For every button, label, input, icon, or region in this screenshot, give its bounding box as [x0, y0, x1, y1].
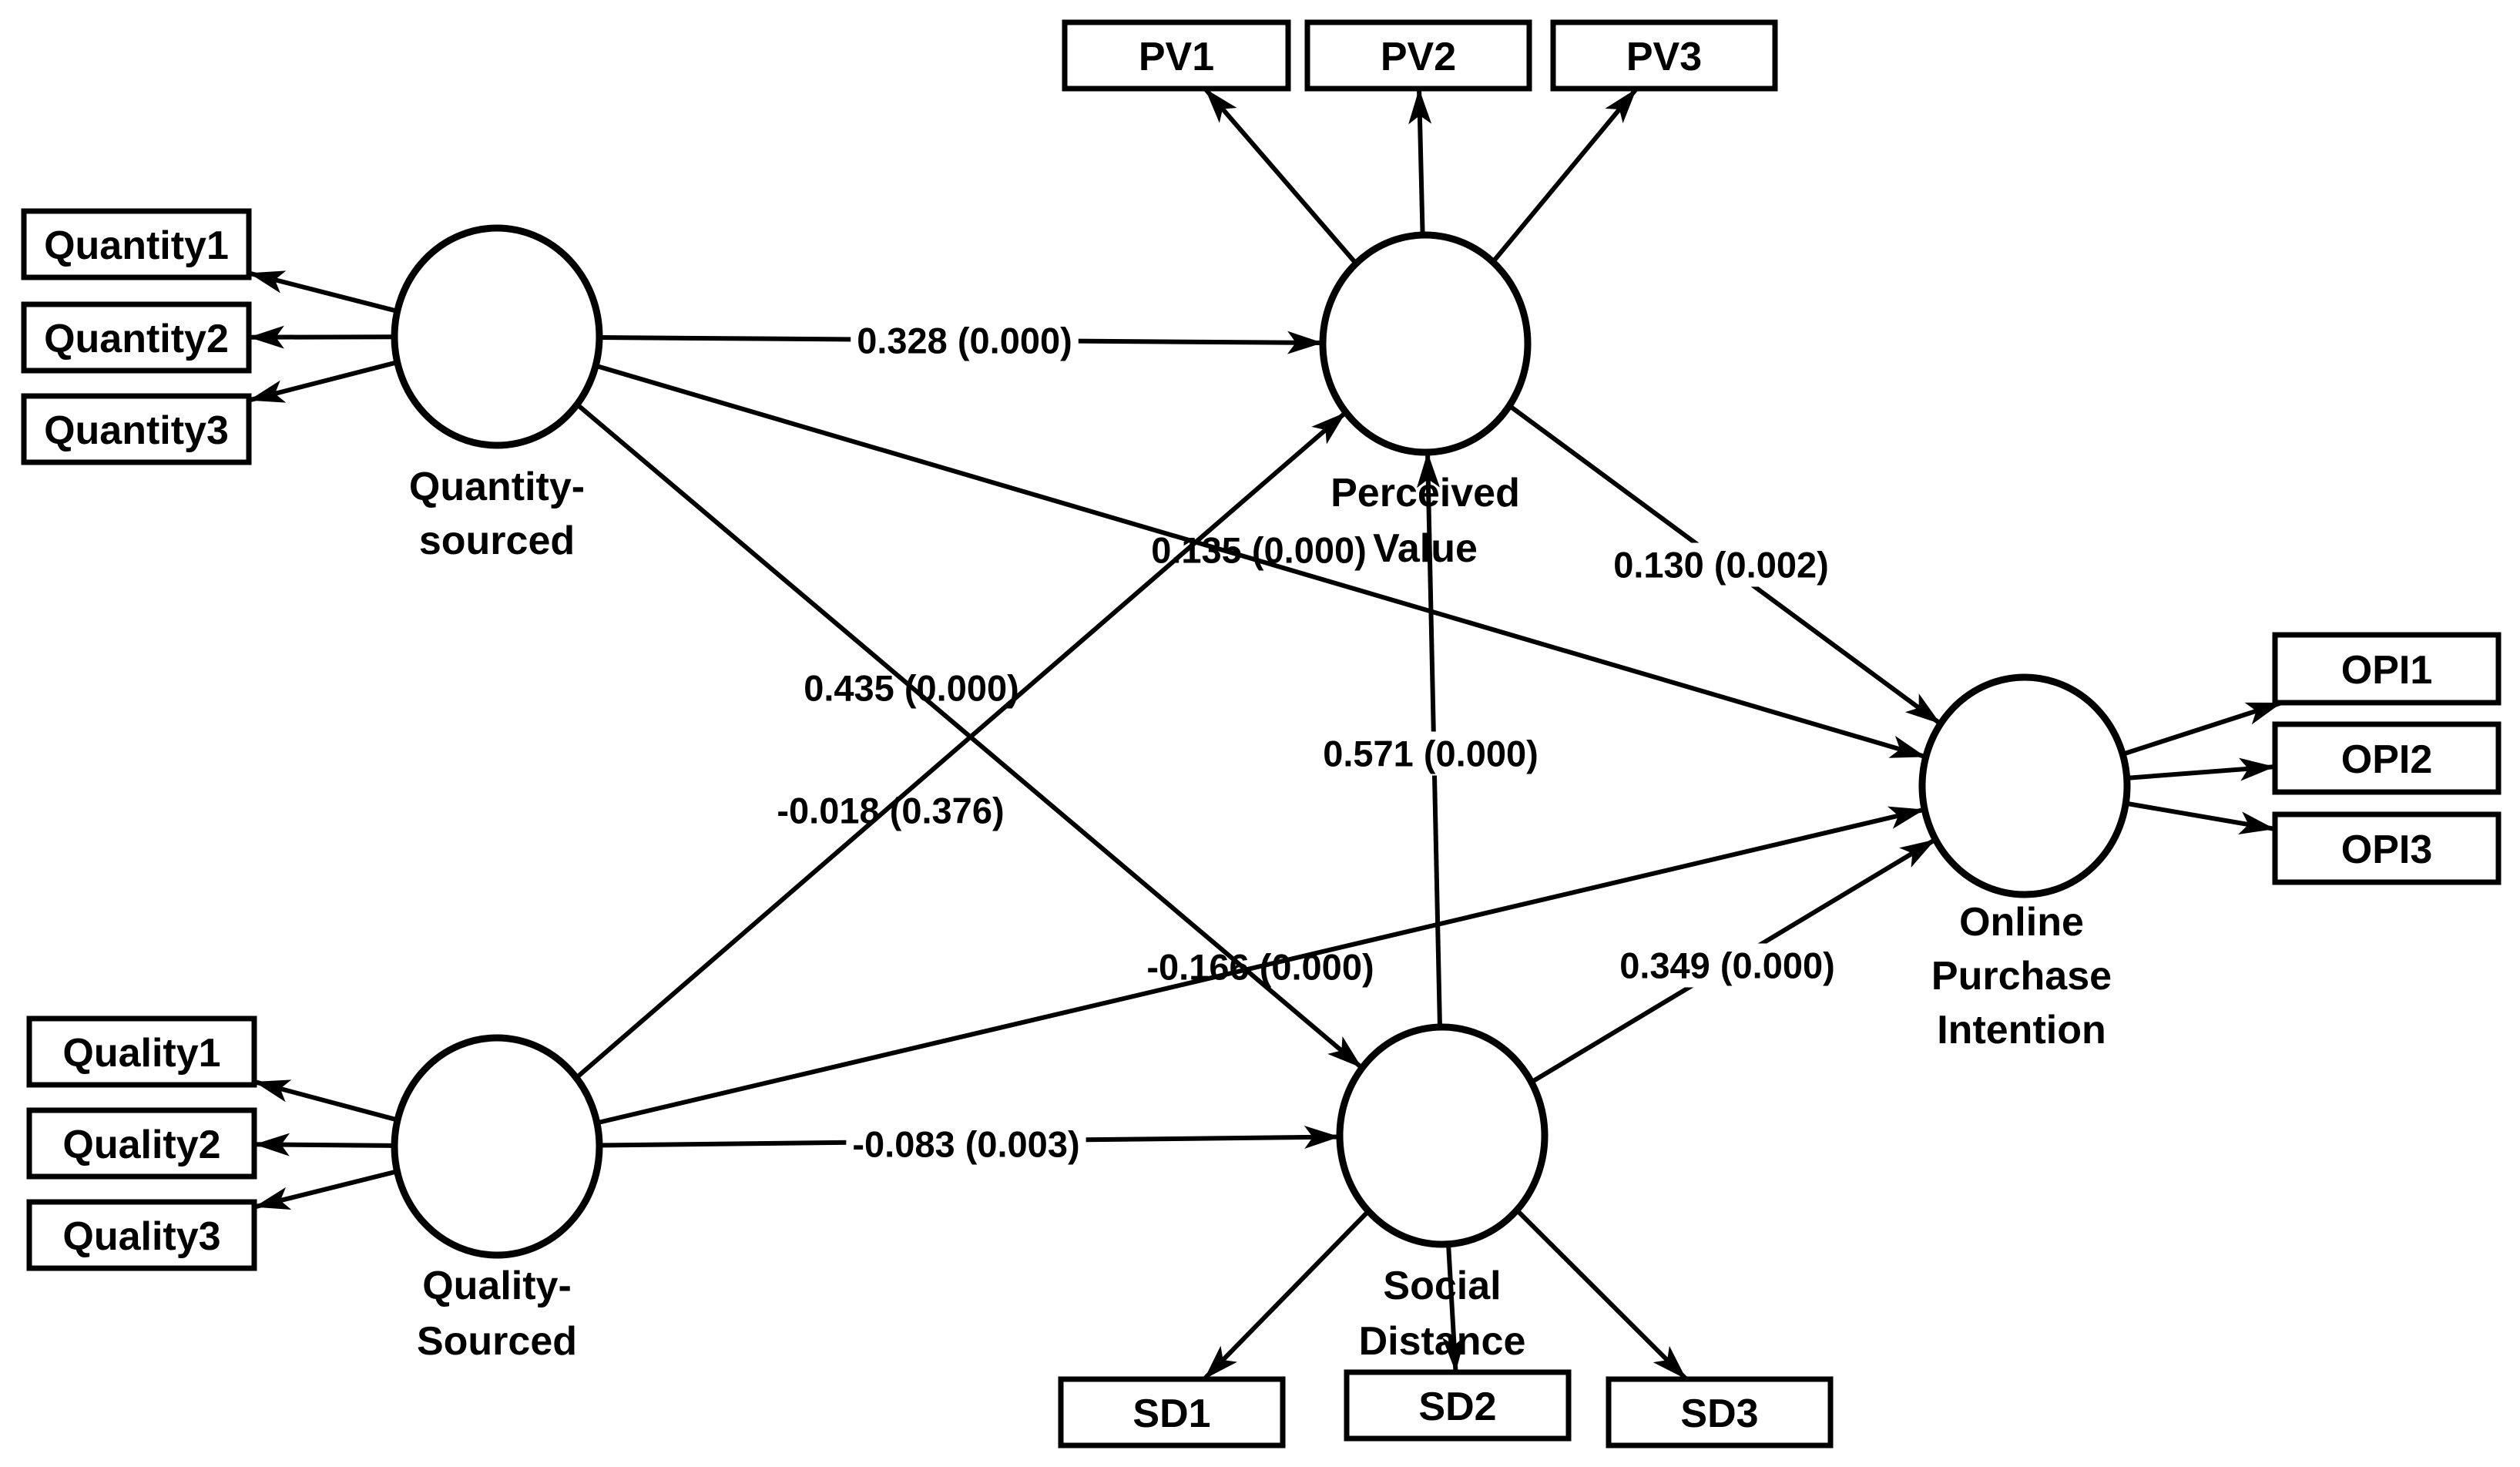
- indicator-label-OPI2: OPI2: [2341, 737, 2433, 782]
- coef-label-quality-pv: -0.018 (0.376): [777, 791, 1004, 831]
- measurement-arrow-quality-Quality3: [253, 1169, 398, 1210]
- indicator-box-Quality1: [26, 1015, 257, 1088]
- latent-label-opi-line3: Intention: [1937, 1008, 2106, 1052]
- measurement-arrow-opi-OPI1: [2122, 700, 2283, 757]
- latent-label-sd-line2: Distance: [1359, 1319, 1526, 1364]
- indicator-box-Quality2: [26, 1107, 257, 1180]
- indicator-box-OPI1: [2272, 632, 2502, 706]
- latent-label-opi-line2: Purchase: [1931, 954, 2112, 999]
- measurement-arrow-quantity-Quantity1: [248, 270, 398, 314]
- indicator-box-PV3: [1550, 19, 1778, 92]
- latent-node-opi: [1918, 673, 2131, 898]
- measurement-arrow-pv-PV3: [1491, 87, 1639, 264]
- latent-node-quality: [391, 1034, 603, 1259]
- measurement-arrow-quality-Quality1: [253, 1079, 398, 1123]
- indicator-box-SD3: [1606, 1376, 1834, 1449]
- indicator-label-Quantity3: Quantity3: [44, 408, 229, 453]
- indicator-box-SD1: [1058, 1376, 1286, 1449]
- indicator-label-OPI3: OPI3: [2341, 827, 2433, 872]
- measurement-arrow-quantity-Quantity3: [248, 360, 398, 403]
- coef-label-quality-opi: -0.166 (0.000): [1146, 947, 1374, 988]
- latent-label-quantity-line1: Quantity-: [409, 465, 585, 509]
- indicator-box-Quality3: [26, 1199, 257, 1271]
- measurement-arrow-sd-SD1: [1202, 1209, 1371, 1381]
- indicator-label-Quantity2: Quantity2: [44, 317, 229, 361]
- coef-label-quantity-pv: 0.328 (0.000): [857, 321, 1072, 361]
- path-arrow-quantity-opi: [595, 363, 1927, 760]
- coef-label-bg-quality-sd: [846, 1122, 1086, 1167]
- indicator-label-OPI1: OPI1: [2341, 648, 2433, 693]
- measurement-arrow-pv-PV2: [1408, 88, 1432, 236]
- coef-label-bg-sd-pv: [1317, 731, 1545, 776]
- measurement-arrow-sd-SD3: [1515, 1208, 1688, 1381]
- latent-label-quality-line2: Sourced: [417, 1319, 577, 1364]
- coef-label-sd-pv: 0.571 (0.000): [1323, 734, 1539, 774]
- latent-label-opi-line1: Online: [1959, 900, 2084, 945]
- indicator-label-SD2: SD2: [1418, 1385, 1496, 1429]
- indicator-box-Quantity2: [21, 301, 252, 374]
- indicator-label-Quality3: Quality3: [62, 1214, 220, 1259]
- path-arrow-quality-pv: [575, 410, 1347, 1080]
- coef-label-bg-sd-opi: [1613, 943, 1841, 988]
- coef-label-quantity-sd: 0.435 (0.000): [804, 668, 1019, 709]
- indicator-label-PV1: PV1: [1139, 35, 1214, 79]
- measurement-arrow-opi-OPI3: [2125, 801, 2276, 834]
- indicator-box-PV2: [1304, 19, 1532, 92]
- path-arrow-quality-opi: [596, 806, 1925, 1126]
- latent-label-sd-line1: Social: [1383, 1264, 1501, 1308]
- measurement-arrow-quality-Quality2: [253, 1133, 395, 1156]
- indicator-label-Quality1: Quality1: [62, 1031, 220, 1076]
- indicator-box-Quantity1: [21, 208, 252, 280]
- indicator-box-PV1: [1062, 19, 1291, 92]
- indicator-label-Quantity1: Quantity1: [44, 223, 229, 268]
- indicator-label-SD3: SD3: [1680, 1391, 1758, 1436]
- measurement-arrow-sd-SD2: [1441, 1244, 1465, 1373]
- indicator-box-OPI3: [2272, 811, 2502, 885]
- measurement-arrow-pv-PV1: [1203, 87, 1358, 265]
- indicator-box-SD2: [1344, 1369, 1572, 1442]
- indicator-label-SD1: SD1: [1132, 1391, 1210, 1436]
- indicator-label-Quality2: Quality2: [62, 1123, 220, 1167]
- indicator-label-PV3: PV3: [1626, 35, 1702, 79]
- measurement-arrow-opi-OPI2: [2126, 757, 2276, 781]
- coef-label-pv-opi: 0.130 (0.002): [1613, 545, 1829, 586]
- coef-label-bg-quantity-pv: [851, 318, 1079, 363]
- coef-label-quantity-opi: 0.135 (0.000): [1151, 530, 1367, 571]
- latent-node-quantity: [391, 224, 603, 449]
- coef-label-bg-pv-opi: [1607, 542, 1835, 587]
- indicator-box-Quantity3: [21, 393, 252, 465]
- latent-label-pv-line1: Perceived: [1330, 471, 1520, 515]
- indicator-box-OPI2: [2272, 721, 2502, 795]
- latent-node-pv: [1319, 231, 1532, 456]
- latent-label-quality-line1: Quality-: [422, 1264, 572, 1308]
- latent-label-pv-line2: Value: [1373, 526, 1478, 571]
- latent-label-quantity-line2: sourced: [419, 519, 575, 563]
- indicator-label-PV2: PV2: [1381, 35, 1456, 79]
- coef-label-quality-sd: -0.083 (0.003): [852, 1124, 1079, 1165]
- latent-node-sd: [1336, 1023, 1549, 1248]
- coef-label-sd-opi: 0.349 (0.000): [1619, 945, 1835, 986]
